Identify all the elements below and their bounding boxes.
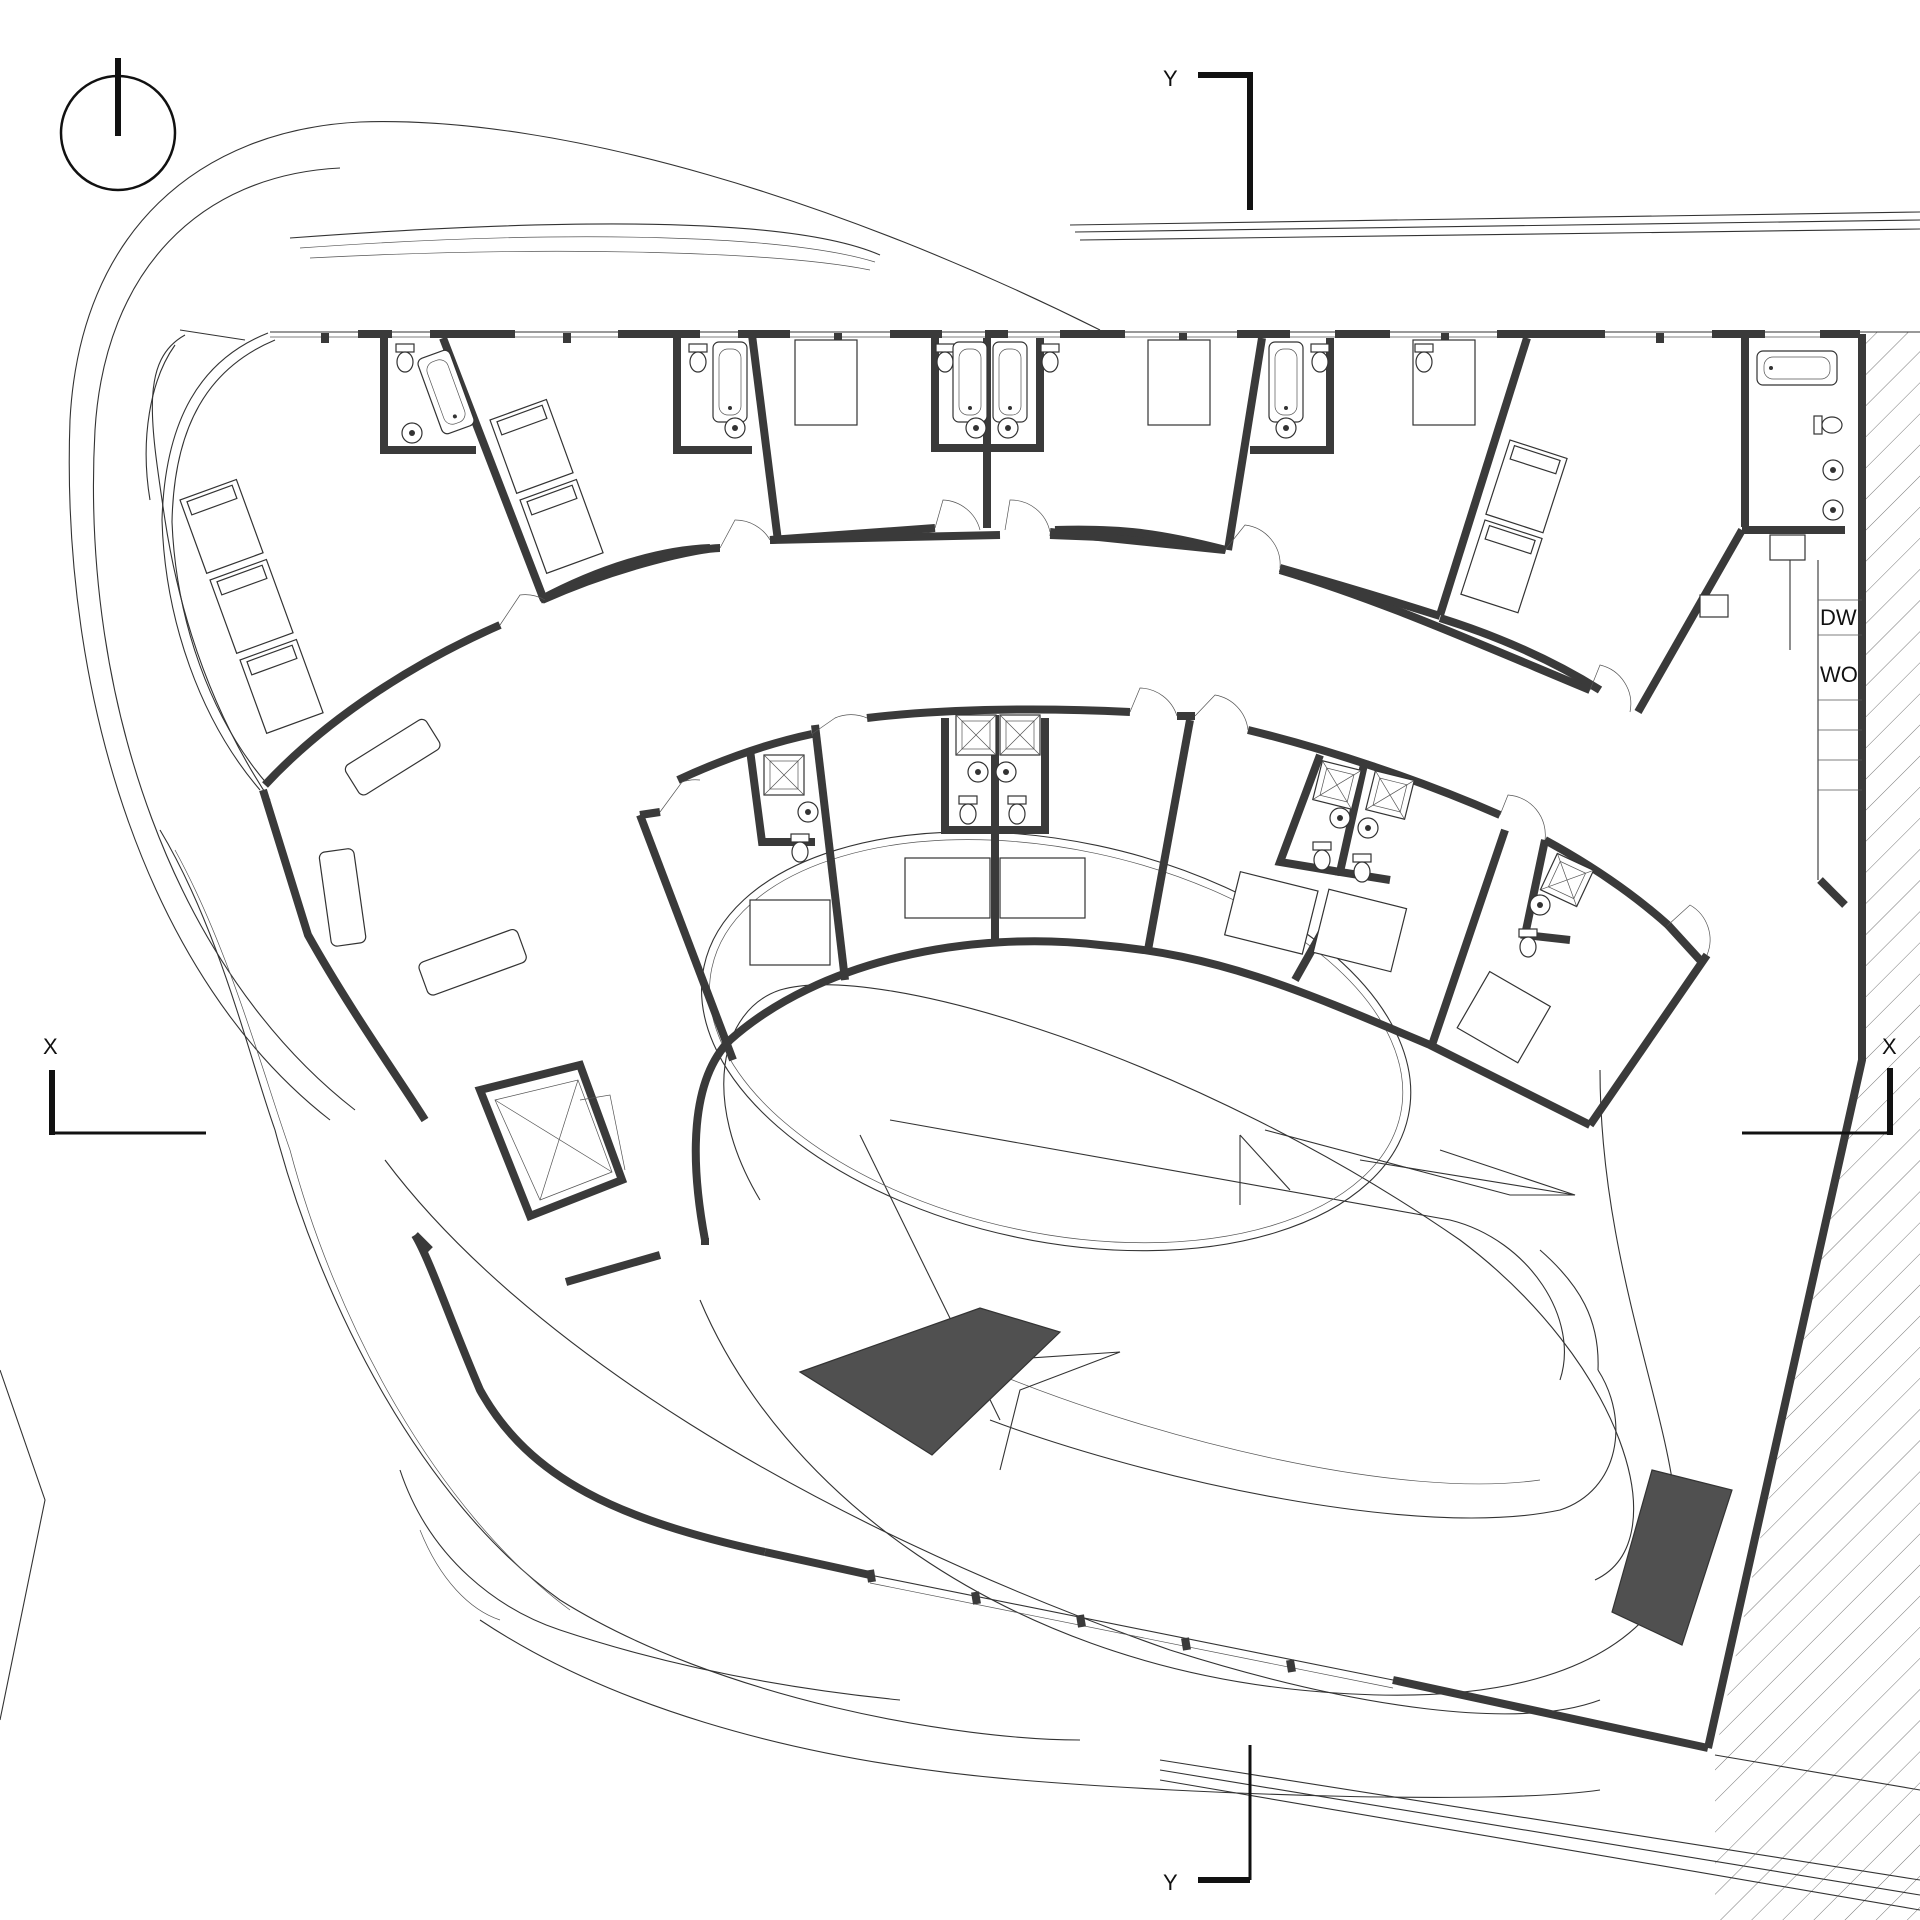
walls [161,330,1920,1752]
adjacent-property-hatch [1714,332,1920,1920]
furniture [179,339,1862,1064]
door-swings [499,499,1711,1171]
section-y-bottom-label: Y [1163,1870,1178,1895]
section-marker-x-left: X [43,1034,206,1135]
wall-oven-label: WO [1820,662,1858,687]
section-x-left-label: X [43,1034,58,1059]
site-context-lines [0,121,1920,1911]
section-x-right-label: X [1882,1034,1897,1059]
section-marker-y-bottom: Y [1163,1745,1252,1895]
stair-void-solid [798,1307,1062,1456]
section-y-top-label: Y [1163,66,1178,91]
section-marker-x-right: X [1742,1034,1897,1135]
dishwasher-label: DW [1820,605,1857,630]
section-marker-y-top: Y [1163,66,1253,210]
stair-core-solid [1611,1469,1733,1646]
north-arrow-icon [59,58,177,192]
